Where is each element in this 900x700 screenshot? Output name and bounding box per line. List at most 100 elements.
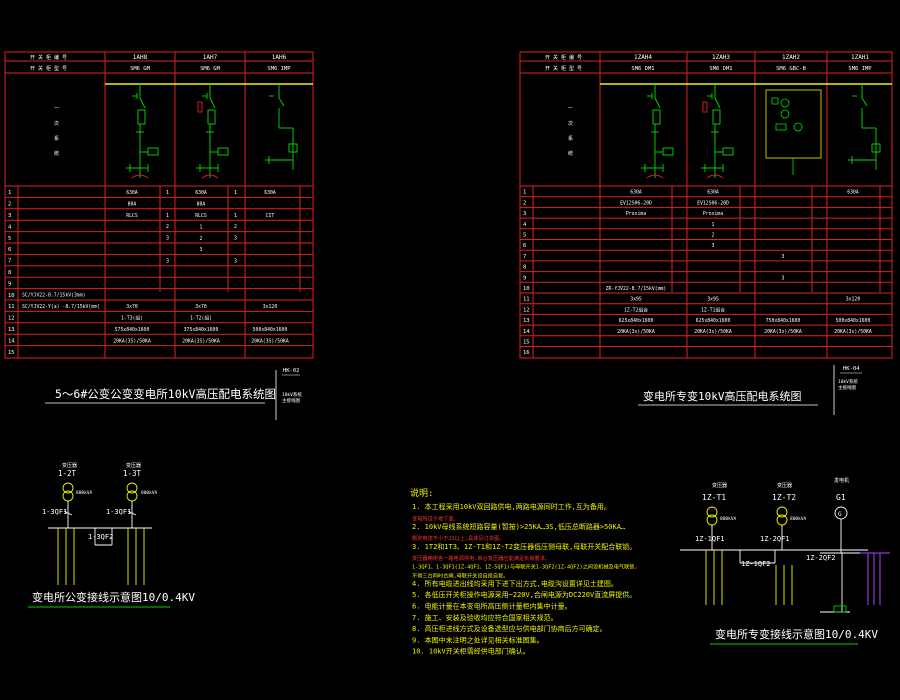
right-header-col-1: 1ZAH4 — [634, 54, 652, 61]
left-tx-2: 1-3T — [123, 469, 142, 478]
right-type-col-1: SM6 DM1 — [631, 66, 654, 72]
svg-text:开 关 柜 型 号: 开 关 柜 型 号 — [30, 65, 67, 72]
left-kva-2: 800kVA — [141, 490, 158, 496]
left-drawing-number: HK-02 — [283, 368, 300, 374]
table-cell: 630A — [264, 190, 276, 196]
notes-heading: 说明: — [410, 487, 433, 499]
left-breaker-tie: 1-3QF2 — [88, 533, 113, 541]
table-cell: 3x95 — [630, 297, 642, 303]
right-header-col-2: 1ZAH3 — [712, 54, 730, 61]
table-cell: 3 — [712, 243, 715, 249]
table-cell: 3x95 — [707, 297, 719, 303]
note-line: 10. 10kV开关柜需经供电部门确认。 — [412, 647, 530, 656]
left-wiring-diagram: 变压器 变压器 1-2T 1-3T 800kVA 800kVA 1- — [28, 462, 195, 608]
table-cell: 2 — [712, 233, 715, 239]
right-breaker-4: 1Z-2QF2 — [806, 554, 836, 562]
feeder-schematic — [701, 84, 734, 179]
row-number: 6 — [8, 247, 11, 253]
note-line: 1-3QF1、1-3QF1(1Z-4QF1、1Z-5QF1)与母联开关1-3QF… — [412, 563, 638, 571]
right-kva-2: 800kVA — [790, 516, 807, 522]
row-number: 8 — [523, 265, 526, 271]
note-line: 4. 所有电缆进出线均采用下进下出方式,电缆沟设置详见土建图。 — [412, 579, 618, 588]
table-cell: 1Z-T2组合 — [624, 306, 648, 313]
right-drawing-number: HK-04 — [843, 366, 860, 372]
left-header-col-2: 1AH7 — [203, 54, 218, 61]
left-kva-1: 800kVA — [76, 490, 93, 496]
count-cell: 3 — [166, 258, 169, 264]
right-breaker-1: 1Z-1QF1 — [695, 535, 725, 543]
table-cell: 80A — [197, 202, 206, 208]
left-wiring-label-1: 变压器 — [62, 462, 77, 469]
count-cell: 3 — [166, 236, 169, 242]
load-break-schematic — [848, 84, 881, 170]
table-cell: 630A — [707, 190, 719, 196]
table-cell: 500x840x1600 — [836, 318, 871, 324]
table-cell: 3 — [782, 275, 785, 281]
table-cell: Proxima — [626, 211, 646, 217]
svg-text:统: 统 — [54, 150, 59, 157]
right-breaker-3: 1Z-1QF2 — [741, 560, 771, 568]
count-cell: 1 — [234, 190, 237, 196]
table-cell: 3x70 — [126, 304, 138, 310]
right-kva-1: 800kVA — [720, 516, 737, 522]
right-metering-cabinet — [765, 89, 822, 175]
table-cell: 750x840x1600 — [766, 318, 801, 324]
table-cell: 1-T3(组) — [121, 315, 143, 322]
right-tx-1: 1Z-T1 — [702, 493, 726, 502]
row-number: 6 — [523, 243, 526, 249]
left-panel-title-block: 5～6#公变公变变电所10kV高压配电系统图 HK-02 10kV系统 主接线图 — [45, 368, 302, 420]
left-header-col-3: 1AH6 — [272, 54, 287, 61]
row-number: 2 — [8, 202, 11, 208]
row-number: 9 — [523, 275, 526, 281]
row-number: 5 — [523, 233, 526, 239]
right-wiring-title: 变电所专变接线示意图10/0.4KV — [715, 627, 878, 641]
table-cell: RLCS — [195, 213, 207, 219]
note-line: 不得三台同时合闸,母联开关设自投自复。 — [412, 571, 509, 579]
note-line: 7. 施工、安装及验收均应符合国家相关规范。 — [412, 613, 558, 622]
left-panel-header-text: 开 关 柜 编 号 开 关 柜 型 号 1AH8 1AH7 1AH6 SM6 G… — [30, 54, 291, 157]
count-cell: 1 — [166, 213, 169, 219]
table-cell: 20KA(3s)/50KA — [694, 329, 732, 335]
table-cell: 80A — [128, 202, 137, 208]
right-wiring-label-3: 发电机 — [834, 477, 849, 484]
note-line: 9. 本图中未注明之处详见相关标准图集。 — [412, 635, 544, 644]
row-number: 9 — [8, 281, 11, 287]
row-number: 7 — [8, 259, 11, 265]
table-cell: 20KA(3S)/50KA — [251, 338, 289, 344]
table-cell: EV12S06-20D — [697, 200, 729, 206]
svg-text:主接线图: 主接线图 — [282, 397, 300, 404]
row-number: 10 — [8, 293, 15, 299]
svg-text:一: 一 — [54, 106, 59, 112]
table-cell: 625x840x1600 — [619, 318, 654, 324]
right-tx-2: 1Z-T2 — [772, 493, 796, 502]
right-header-col-3: 1ZAH2 — [782, 54, 800, 61]
row-number: 7 — [523, 254, 526, 260]
load-break-schematic — [265, 84, 298, 170]
right-single-line-schematics — [641, 84, 881, 179]
table-cell: 3x120 — [846, 297, 861, 303]
table-cell: 20KA(3s)/50KA — [617, 329, 655, 335]
row-number: 3 — [8, 213, 11, 219]
row-number: 4 — [8, 224, 12, 230]
cable-spec-row-2: SC/YJV22-Y(a) -8.7/15kV(mm) — [22, 304, 100, 310]
row-number: 10 — [523, 286, 530, 292]
table-cell: 3 — [200, 247, 203, 253]
note-line: 2. 10kV母线系统短路容量(暂按)>25KA…3S,低压总断路器>50KA… — [412, 522, 625, 531]
table-cell: 3 — [782, 254, 785, 260]
left-header-col-1: 1AH8 — [133, 54, 148, 61]
row-number: 2 — [523, 200, 526, 206]
row-number: 15 — [8, 350, 15, 356]
left-single-line-schematics — [126, 84, 298, 179]
count-cell: 3 — [234, 236, 237, 242]
table-cell: 1Z-T1组合 — [701, 306, 725, 313]
svg-text:次: 次 — [54, 120, 59, 127]
svg-text:开 关 柜 型 号: 开 关 柜 型 号 — [545, 65, 582, 72]
right-wiring-diagram: 变压器 变压器 发电机 1Z-T1 1Z-T2 G1 G 800kVA 800k… — [680, 477, 890, 645]
svg-text:主接线图: 主接线图 — [838, 384, 856, 391]
left-type-col-3: SM6 IMP — [267, 66, 291, 72]
note-line: 5. 各低压开关柜操作电源采用~220V,合闸电源为DC220V直流屏提供。 — [412, 590, 636, 599]
row-number: 12 — [523, 307, 530, 313]
svg-text:开 关 柜 编 号: 开 关 柜 编 号 — [545, 54, 582, 61]
table-cell: 20KA(3s)/50KA — [834, 329, 872, 335]
